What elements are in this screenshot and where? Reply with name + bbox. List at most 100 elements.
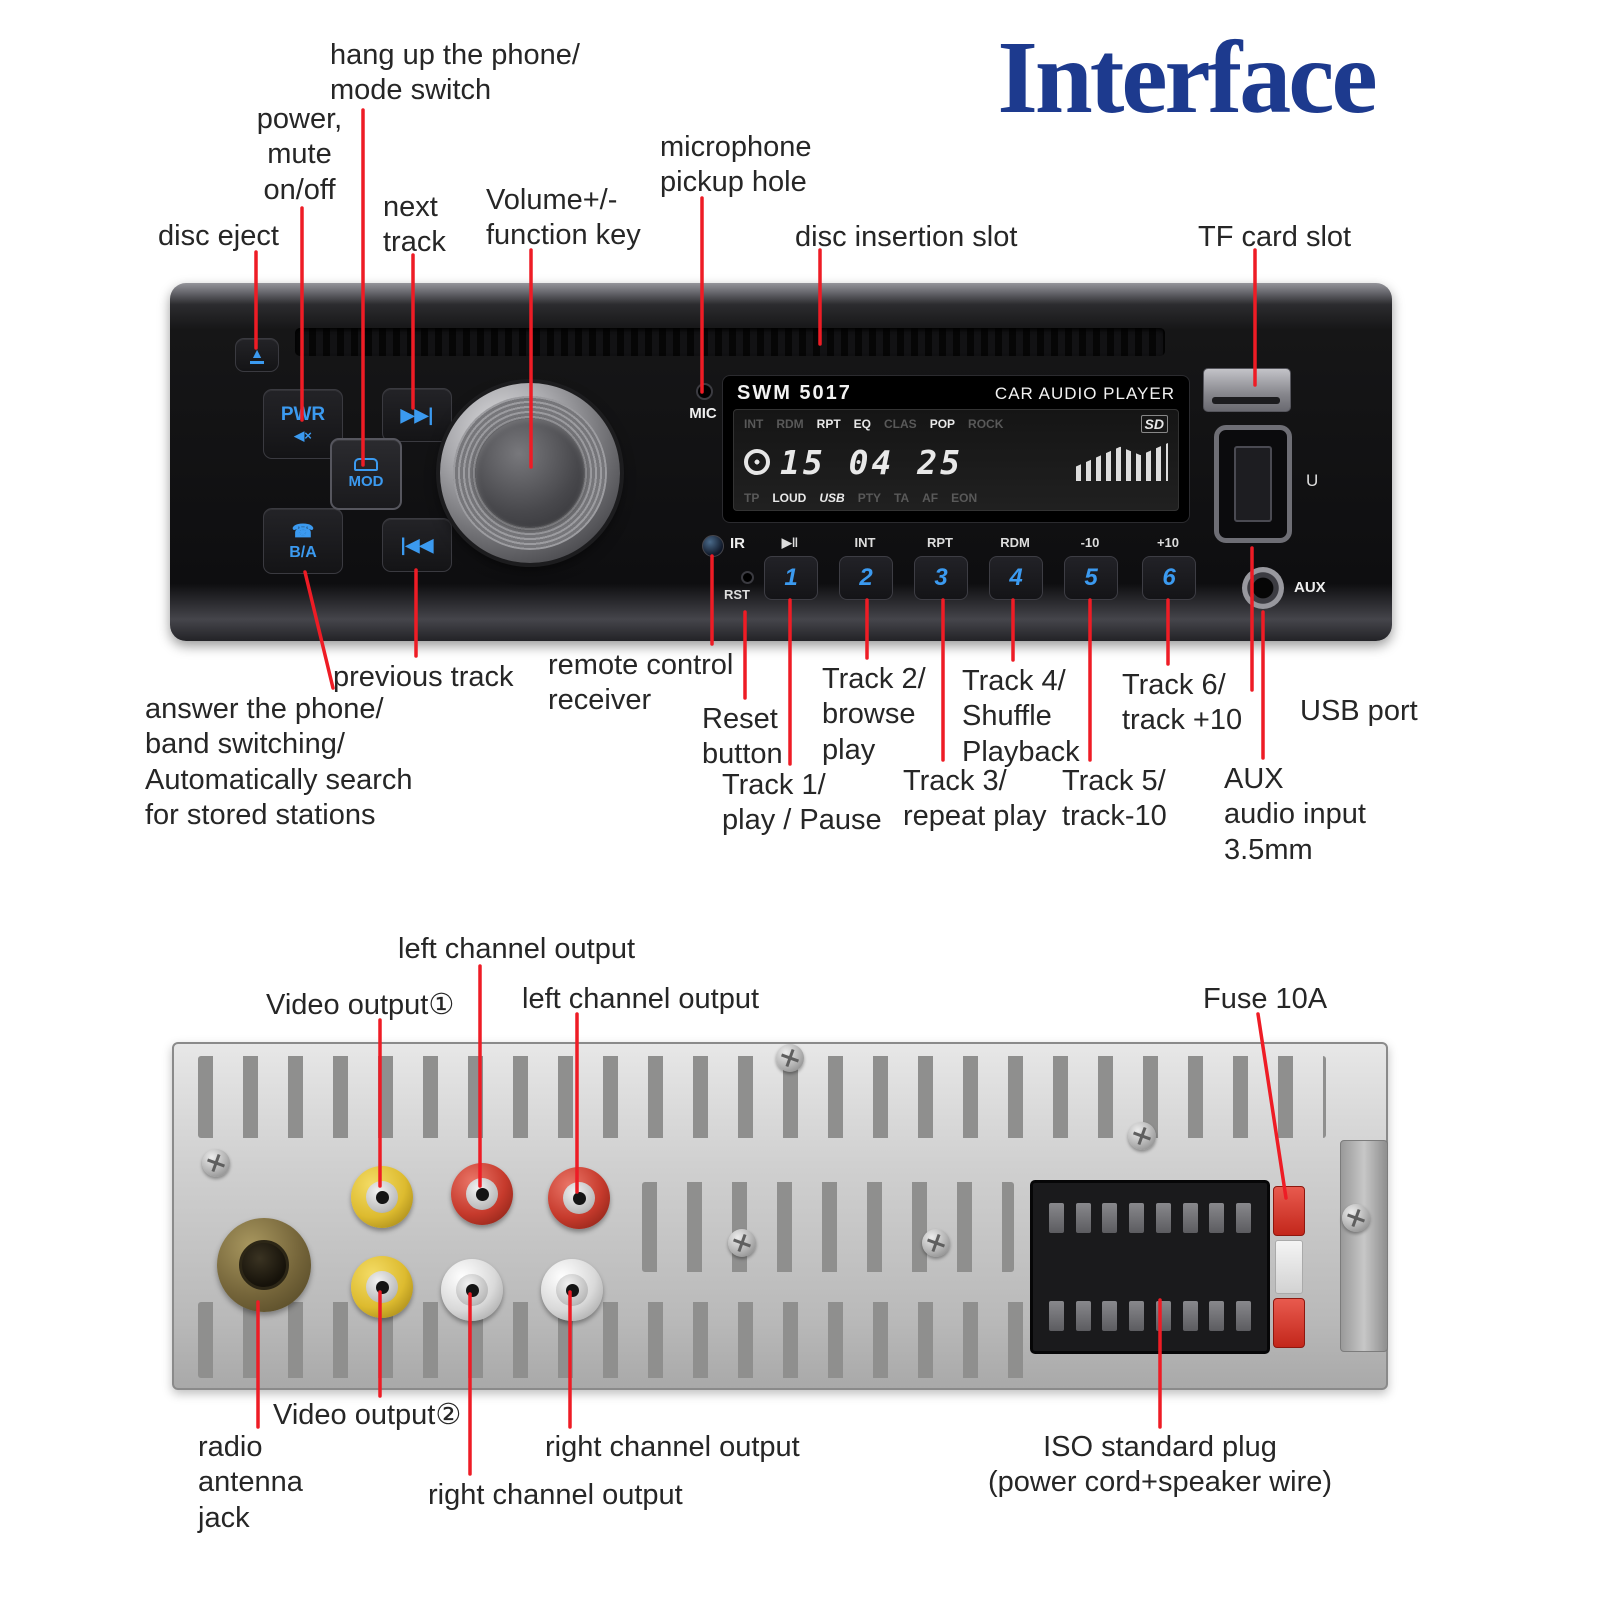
spectrum-bars: [1076, 443, 1168, 481]
preset-button-5: 5: [1064, 556, 1118, 600]
label-video-output-1: Video output①: [266, 989, 455, 1021]
iso-pin-row-bottom: [1049, 1301, 1251, 1331]
label-next-track: next track: [383, 191, 446, 259]
screw: [922, 1229, 950, 1257]
label-volume-function: Volume+/- function key: [486, 184, 641, 252]
screw: [1128, 1122, 1156, 1150]
stereo-front-panel: ▲ PWR ◀× ▶▶| MOD ☎ B/A |◀◀ MIC SWM: [170, 283, 1392, 641]
lcd-top-indicators: INT RDM RPT EQ CLAS POP ROCK SD: [744, 415, 1168, 433]
indicator-loud: LOUD: [772, 491, 807, 505]
reset-hole: [741, 571, 754, 584]
label-track4: Track 4/ Shuffle Playback: [962, 665, 1080, 768]
lcd-screen: INT RDM RPT EQ CLAS POP ROCK SD 15 04 25…: [733, 409, 1179, 511]
vent-slots-middle: [642, 1182, 1014, 1272]
label-antenna-jack: radio antenna jack: [198, 1431, 303, 1534]
indicator-pop: POP: [929, 417, 956, 431]
eject-icon: ▲: [250, 346, 264, 364]
label-answer-band: answer the phone/ band switching/ Automa…: [145, 693, 413, 832]
car-icon: [354, 458, 378, 471]
label-track1: Track 1/ play / Pause: [722, 769, 882, 837]
lcd-main-row: 15 04 25: [744, 443, 1168, 482]
fuse-blade-bottom: [1273, 1298, 1305, 1348]
fuse-10a: [1272, 1186, 1306, 1348]
label-reset-button: Reset button: [702, 703, 783, 771]
mode-button-label: MOD: [348, 473, 384, 490]
indicator-rock: ROCK: [968, 417, 1004, 431]
label-track2: Track 2/ browse play: [822, 663, 926, 766]
display-time: 15 04 25: [780, 442, 963, 482]
cd-icon: [744, 449, 770, 475]
radio-antenna-jack: [217, 1218, 311, 1312]
indicator-ta: TA: [894, 491, 910, 505]
microphone-hole: [696, 383, 713, 400]
vent-slots-top: [198, 1056, 1326, 1138]
indicator-eon: EON: [951, 491, 978, 505]
eject-button: ▲: [235, 338, 279, 372]
antenna-hole: [239, 1240, 289, 1290]
iso-pin-row-top: [1049, 1203, 1251, 1233]
label-hang-up-mode: hang up the phone/ mode switch: [330, 39, 580, 107]
preset-button-4: 4: [989, 556, 1043, 600]
display-header: SWM 5017 CAR AUDIO PLAYER: [733, 382, 1179, 405]
label-aux-input: AUX audio input 3.5mm: [1224, 763, 1366, 866]
band-answer-button: ☎ B/A: [263, 508, 343, 574]
phone-icon: ☎: [291, 520, 315, 541]
label-usb-port: USB port: [1300, 695, 1418, 727]
label-left-channel-1: left channel output: [398, 933, 636, 965]
label-iso-plug: ISO standard plug (power cord+speaker wi…: [987, 1431, 1333, 1499]
preset-function-label-2: INT: [854, 535, 876, 550]
fuse-blade-top: [1273, 1186, 1305, 1236]
label-right-channel-2: right channel output: [428, 1479, 683, 1511]
video-output-1-jack: [351, 1166, 413, 1228]
label-right-channel-1: right channel output: [545, 1431, 800, 1463]
preset-function-label-4: RDM: [1000, 535, 1030, 550]
product-name-text: CAR AUDIO PLAYER: [994, 383, 1175, 403]
iso-standard-plug: [1030, 1180, 1270, 1354]
tf-card-slot-opening: [1212, 397, 1280, 404]
preset-function-label-1: ▶‖: [781, 535, 799, 550]
preset-button-2: 2: [839, 556, 893, 600]
preset-button-6: 6: [1142, 556, 1196, 600]
sd-badge: SD: [1140, 415, 1168, 433]
knob-center: [476, 419, 584, 527]
page-title: Interface: [997, 20, 1377, 135]
volume-knob: [440, 383, 620, 563]
reset-label: RST: [724, 587, 750, 602]
next-track-button: ▶▶|: [382, 388, 452, 442]
screw: [202, 1149, 230, 1177]
ir-label: IR: [730, 535, 745, 552]
left-channel-jack-1: [451, 1163, 513, 1225]
preset-function-label-5: -10: [1080, 535, 1100, 550]
aux-label: AUX: [1294, 579, 1326, 596]
tf-card-slot: [1203, 368, 1291, 412]
label-left-channel-2: left channel output: [522, 983, 760, 1015]
label-fuse: Fuse 10A: [1203, 983, 1328, 1015]
preset-function-label-6: +10: [1156, 535, 1180, 550]
indicator-int: INT: [744, 417, 764, 431]
right-channel-jack-2: [541, 1259, 603, 1321]
previous-track-icon: |◀◀: [400, 534, 434, 555]
label-previous-track: previous track: [333, 661, 514, 693]
screw: [728, 1229, 756, 1257]
indicator-rpt: RPT: [816, 417, 841, 431]
label-tf-card-slot: TF card slot: [1198, 221, 1352, 253]
indicator-af: AF: [922, 491, 939, 505]
ir-receiver: [702, 535, 724, 557]
label-power-mute: power, mute on/off: [256, 103, 343, 206]
mounting-bracket: [1340, 1140, 1388, 1352]
power-button-label: PWR: [280, 404, 326, 425]
lcd-bottom-indicators: TP LOUD USB PTY TA AF EON: [744, 491, 1168, 505]
indicator-rdm: RDM: [776, 417, 804, 431]
screw: [776, 1044, 804, 1072]
label-track5: Track 5/ track-10: [1062, 765, 1167, 833]
band-answer-label: B/A: [289, 543, 317, 561]
model-text: SWM 5017: [737, 382, 852, 404]
preset-button-1: 1: [764, 556, 818, 600]
label-microphone: microphone pickup hole: [660, 131, 812, 199]
indicator-pty: PTY: [857, 491, 882, 505]
mic-label: MIC: [689, 405, 717, 422]
aux-jack: [1242, 567, 1284, 609]
fuse-body: [1275, 1240, 1303, 1294]
usb-label: U: [1306, 471, 1319, 490]
